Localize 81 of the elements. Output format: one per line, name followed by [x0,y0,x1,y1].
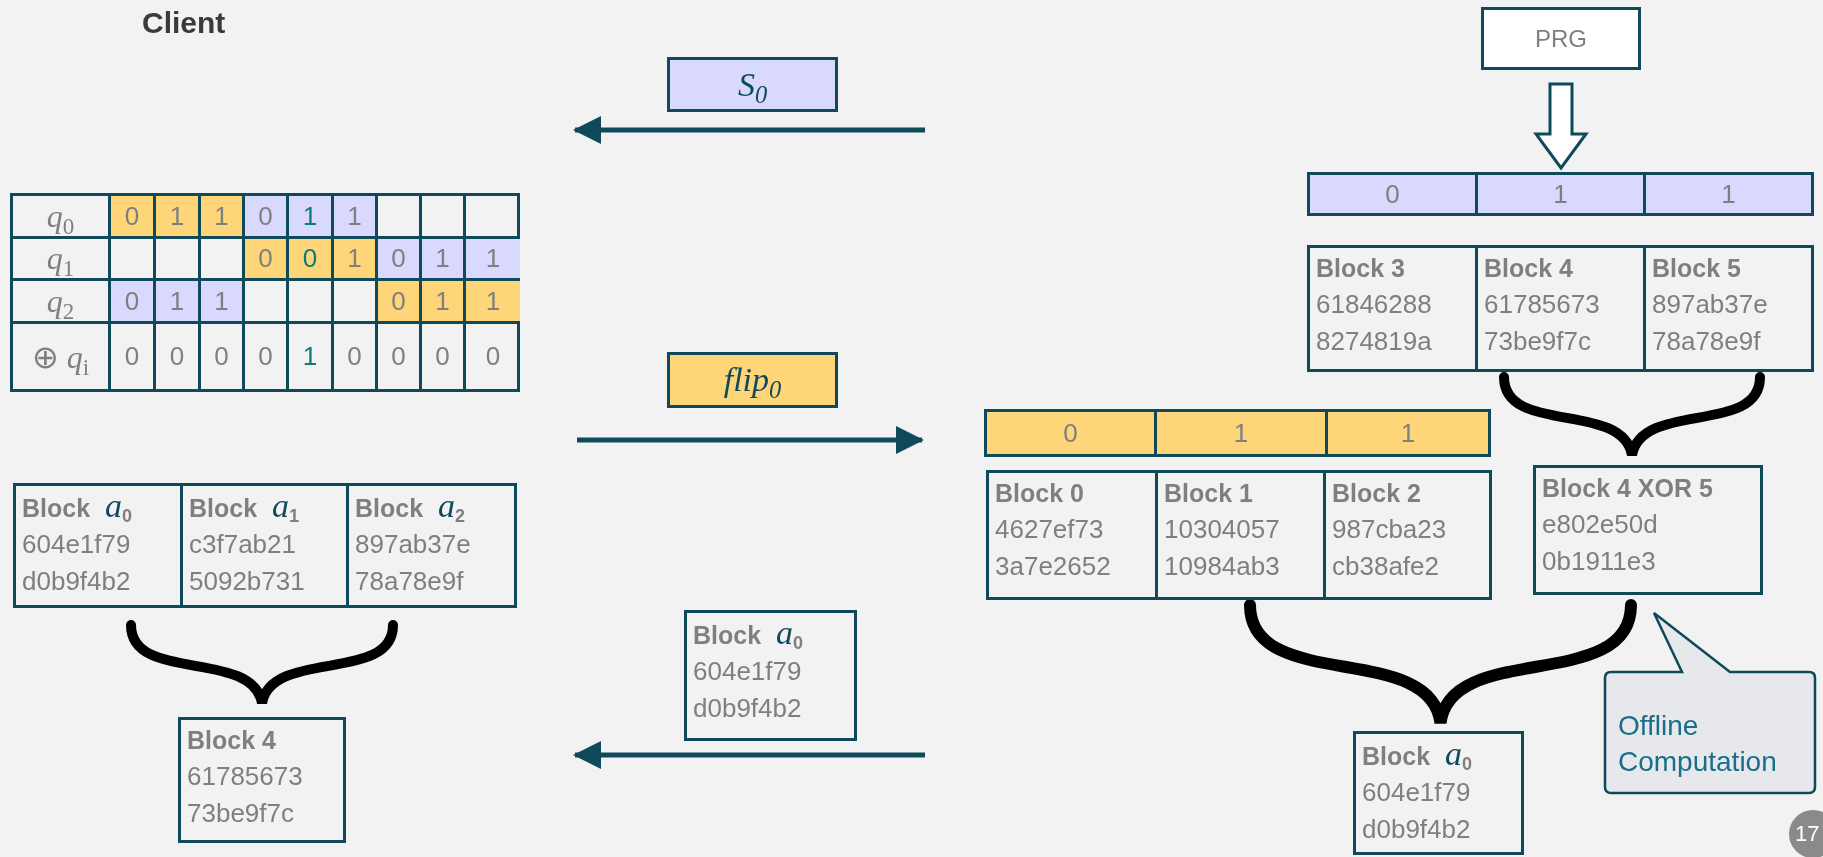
block-heading: Block 3 [1316,253,1406,284]
hex-value: e802e50d 0b1911e3 [1542,508,1659,578]
hex-value: 10304057 10984ab3 [1164,513,1281,583]
data-block [13,483,183,608]
block-heading: Block 2 [1332,478,1422,509]
bit-cell: 1 [1475,172,1646,216]
row-label: ⊕ q$_{i}$ [13,324,111,389]
block-heading: Block 1 [1164,478,1254,509]
bit-cell: 1 [201,281,245,324]
hex-value: 604e1f79 d0b9f4b2 [22,528,132,598]
data-block [178,717,346,843]
data-block [986,470,1158,600]
bit-cell: 0 [378,239,422,281]
hex-value: 61846288 8274819a [1316,288,1433,358]
hex-value: 897ab37e 78a78e9f [1652,288,1769,358]
prg-box: PRG [1481,7,1641,70]
block-heading: Block 4 [187,725,277,756]
data-block [1353,731,1524,855]
data-block [1643,245,1814,372]
hex-value: 897ab37e 78a78e9f [355,528,472,598]
bit-cell: 1 [156,281,201,324]
callout-text: Offline Computation [1618,709,1778,779]
bit-cell: 0 [201,324,245,389]
bit-cell: 0 [1307,172,1478,216]
block-heading: Block a$_{0}$ [693,615,805,653]
bit-cell: 1 [1154,409,1328,457]
message-label: flip$_{0}$ [667,352,838,408]
bit-cell: 1 [156,196,201,239]
data-block [1533,465,1763,595]
block-heading: Block a$_{0}$ [1362,736,1474,774]
bit-cell: 1 [289,324,334,389]
bit-cell: 0 [245,239,289,281]
bit-cell: 1 [1643,172,1814,216]
bit-cell: 0 [245,196,289,239]
bit-cell: 1 [466,281,520,324]
bit-cell: 1 [1325,409,1491,457]
bit-cell: 0 [111,324,156,389]
block-heading: Block a$_{2}$ [355,488,467,526]
hex-value: 987cba23 cb38afe2 [1332,513,1448,583]
block-heading: Block a$_{0}$ [22,488,134,526]
hex-value: 4627ef73 3a7e2652 [995,513,1112,583]
bit-cell: 0 [156,324,201,389]
row-label: q$_{1}$ [13,239,111,281]
block-heading: Block 4 XOR 5 [1542,473,1714,504]
bit-cell: 0 [289,239,334,281]
bit-cell: 1 [334,196,378,239]
data-block [1307,245,1478,372]
bit-cell: 0 [245,324,289,389]
heading: Client [142,6,226,40]
bit-cell: 0 [984,409,1157,457]
data-block [684,610,857,741]
data-block [346,483,517,608]
bit-cell-text: 0 [484,340,502,373]
data-block [1475,245,1646,372]
bit-cell: 1 [289,196,334,239]
hex-value: 604e1f79 d0b9f4b2 [693,655,803,725]
block-heading: Block 0 [995,478,1085,509]
block-heading: Block 5 [1652,253,1742,284]
bit-cell: 0 [378,281,422,324]
bit-cell: 0 [111,196,156,239]
bit-cell: 0 [334,324,378,389]
bit-cell: 1 [422,239,466,281]
message-label: S$_{0}$ [667,57,838,112]
hex-value: 604e1f79 d0b9f4b2 [1362,776,1472,846]
hex-value: 61785673 73be9f7c [1484,288,1601,358]
block-heading: Block a$_{1}$ [189,488,301,526]
page-number: 17 [1789,810,1823,857]
data-block [180,483,349,608]
bit-cell: 1 [422,281,466,324]
bit-cell: 1 [334,239,378,281]
data-block [1323,470,1492,600]
hex-value: c3f7ab21 5092b731 [189,528,306,598]
hex-value: 61785673 73be9f7c [187,760,304,830]
bit-cell: 0 [422,324,466,389]
bit-cell: 0 [111,281,156,324]
block-arrow [1533,82,1589,171]
block-heading: Block 4 [1484,253,1574,284]
bit-cell: 1 [466,239,520,281]
bit-cell: 1 [201,196,245,239]
bit-cell: 0 [378,324,422,389]
data-block [1155,470,1326,600]
